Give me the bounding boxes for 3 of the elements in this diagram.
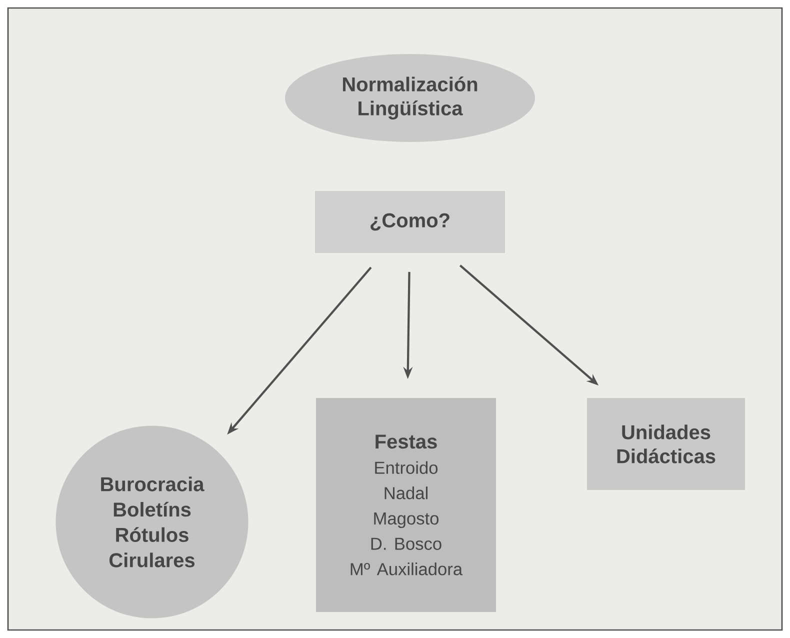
process-box: ¿Como? (315, 191, 505, 253)
process-box: Festas Entroido Nadal Magosto D. Bosco Mº Auxiliadora (316, 398, 496, 612)
process-box: Unidades Didácticas (587, 398, 745, 490)
